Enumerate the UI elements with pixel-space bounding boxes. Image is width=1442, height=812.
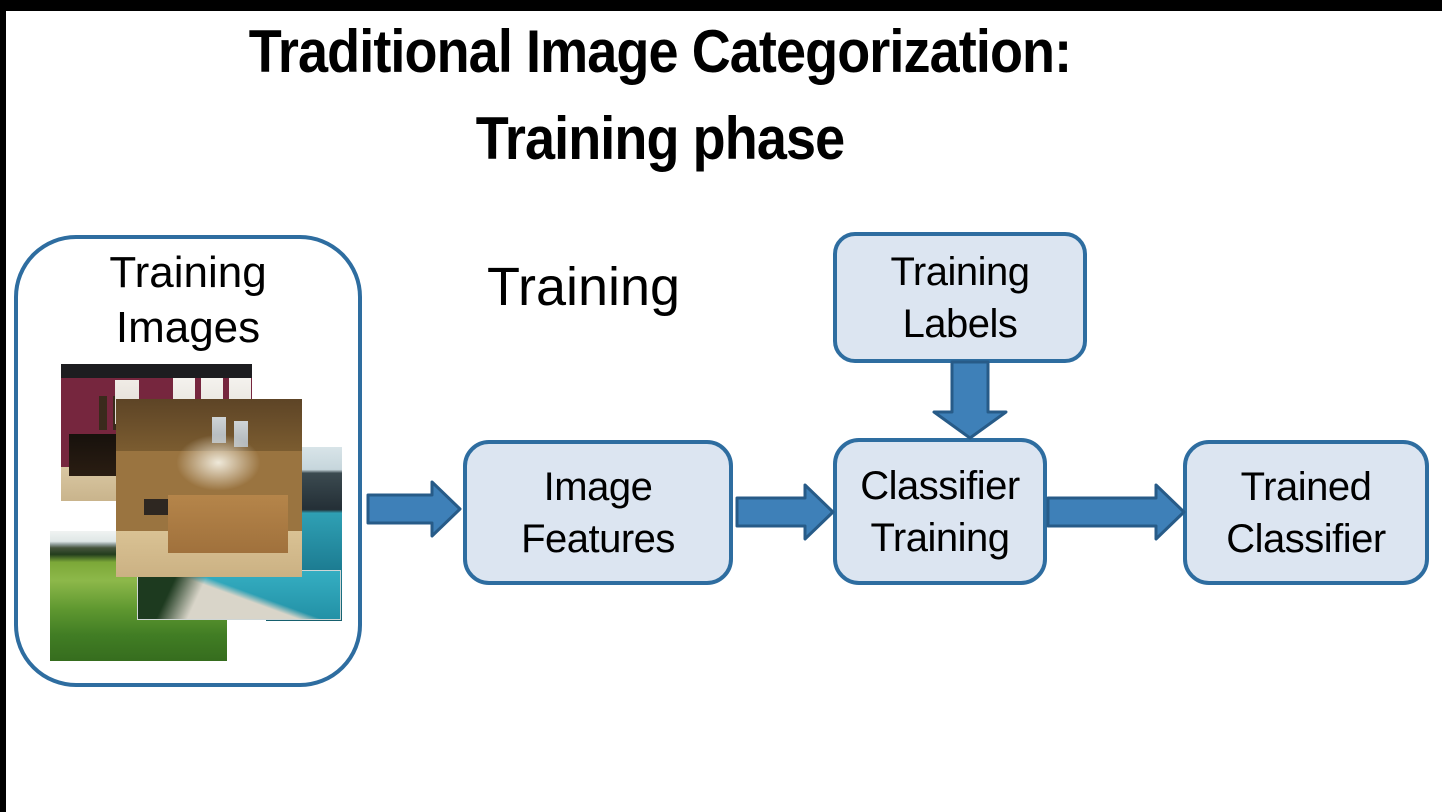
trained-classifier-box: Trained Classifier [1183,440,1429,585]
training-images-label-line-1: Training [109,248,267,297]
classifier-training-line-1: Classifier [860,463,1020,508]
title-line-1: Traditional Image Categorization: [248,18,1072,85]
training-images-group: Training Images [14,235,362,687]
arrow-features-to-classifier-icon [735,483,835,541]
image-features-line-1: Image [543,464,653,509]
classifier-training-line-2: Training [870,515,1010,560]
arrow-labels-to-classifier-icon [932,360,1008,440]
rocky-beach-photo [137,570,341,620]
slide-border-top [0,0,1442,11]
training-labels-line-2: Labels [902,301,1018,346]
training-labels-line-1: Training [890,249,1030,294]
image-features-box: Image Features [463,440,733,585]
training-images-label-line-2: Images [115,303,261,352]
trained-classifier-line-2: Classifier [1226,516,1386,561]
training-phase-label: Training [487,257,681,317]
classifier-training-box: Classifier Training [833,438,1047,585]
training-labels-box: Training Labels [833,232,1087,363]
arrow-images-to-features-icon [366,480,462,538]
image-features-line-2: Features [521,516,675,561]
arrow-classifier-to-trained-icon [1046,483,1186,541]
slide-title: Traditional Image Categorization: Traini… [71,8,1248,182]
title-line-2: Training phase [475,105,845,172]
slide-border-left [0,0,6,812]
training-images-label: Training Images [18,245,358,355]
trained-classifier-line-1: Trained [1240,464,1372,509]
kitchen-interior-photo [116,399,302,577]
